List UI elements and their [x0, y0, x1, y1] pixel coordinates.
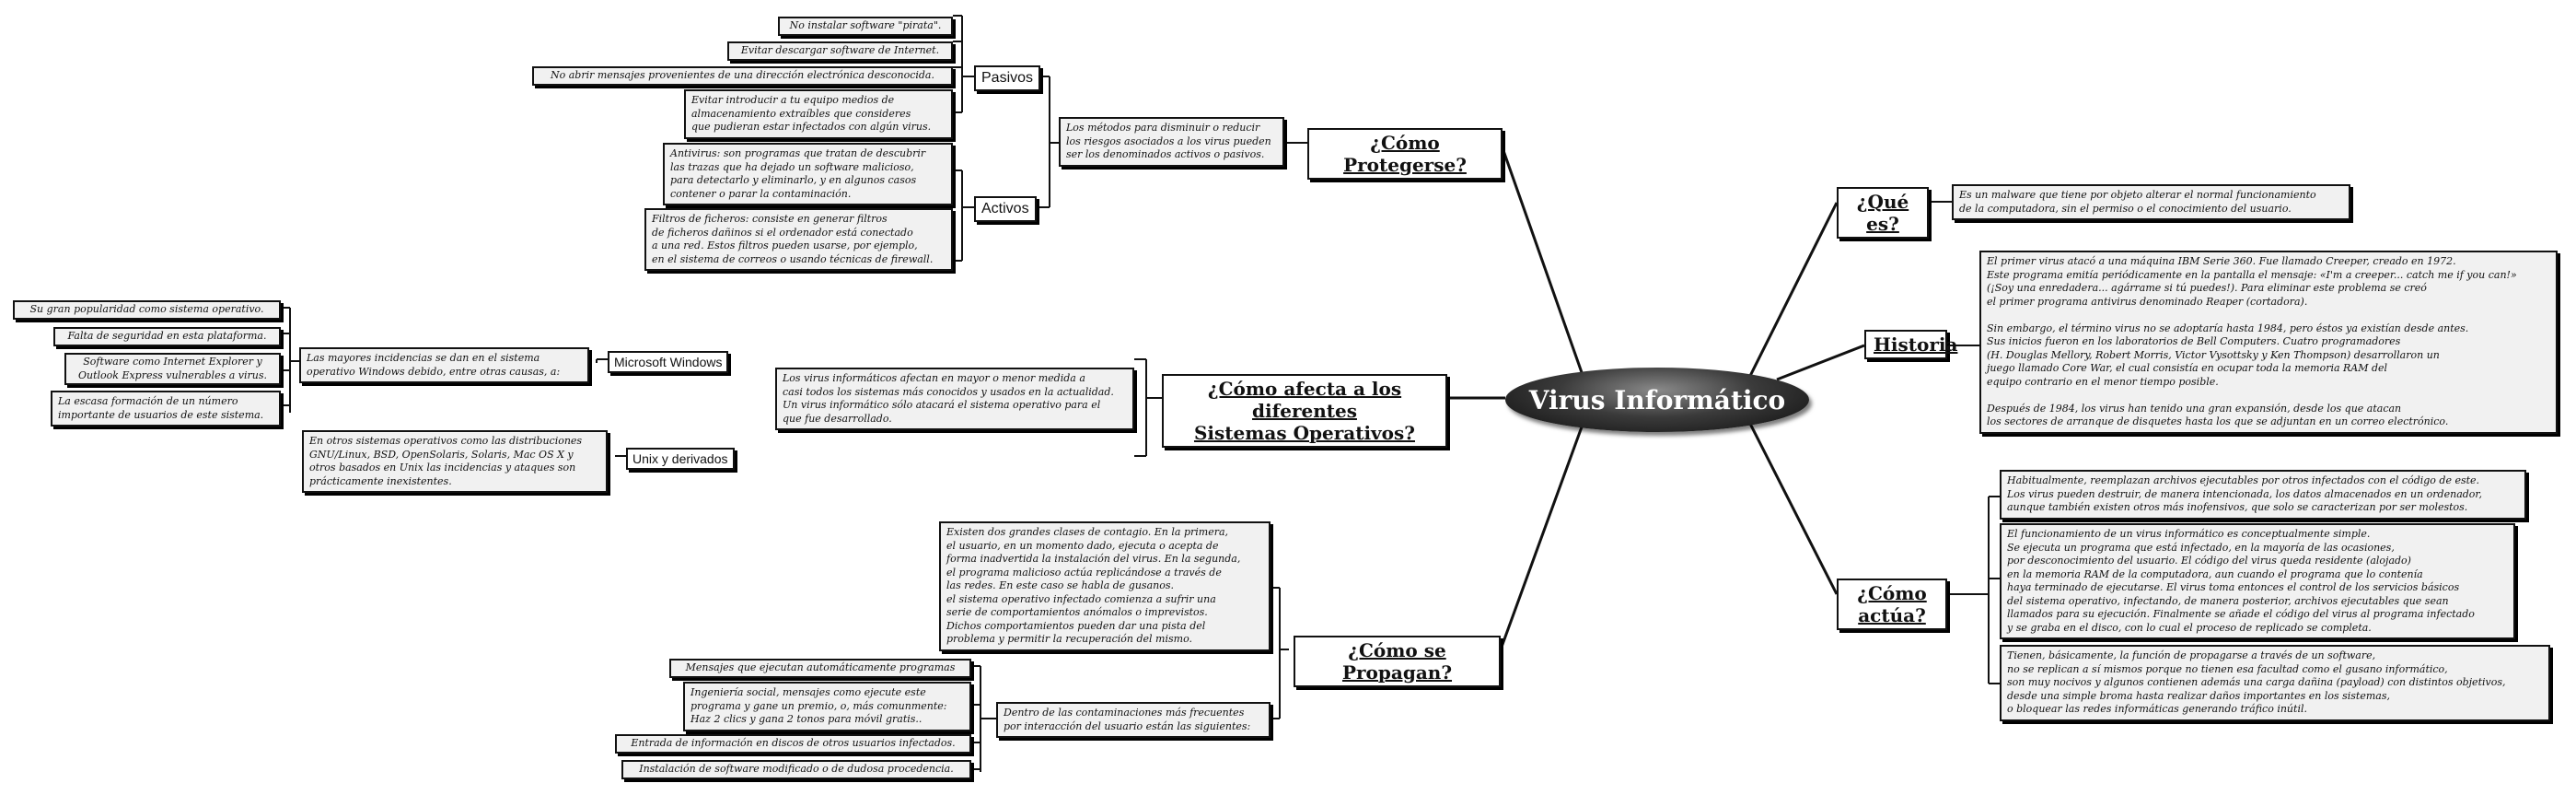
windows-item-4: La escasa formación de un número importa… [51, 391, 281, 427]
topic-propagan[interactable]: ¿Cómo se Propagan? [1294, 636, 1501, 687]
contam-item-3: Entrada de información en discos de otro… [615, 734, 971, 754]
activos-item-1: Antivirus: son programas que tratan de d… [663, 143, 953, 205]
contam-item-2: Ingeniería social, mensajes como ejecute… [683, 682, 971, 731]
proteger-activos-label[interactable]: Activos [974, 196, 1037, 222]
connector-como-actua [1747, 421, 1839, 595]
sistemas-text: Los virus informáticos afectan en mayor … [775, 368, 1134, 430]
windows-item-2: Falta de seguridad en esta plataforma. [53, 327, 281, 346]
central-title: Virus Informático [1528, 384, 1786, 415]
central-node[interactable]: Virus Informático [1505, 368, 1809, 432]
activos-item-2: Filtros de ficheros: consiste en generar… [644, 208, 953, 271]
proteger-text: Los métodos para disminuir o reducir los… [1059, 117, 1284, 167]
topic-que-es[interactable]: ¿Qué es? [1837, 187, 1929, 239]
como-actua-item-3: Tienen, básicamente, la función de propa… [2000, 645, 2550, 721]
windows-text: Las mayores incidencias se dan en el sis… [299, 347, 589, 383]
contam-text: Dentro de las contaminaciones más frecue… [996, 702, 1271, 738]
connector-propagan [1499, 421, 1585, 650]
topic-proteger[interactable]: ¿Cómo Protegerse? [1307, 128, 1503, 180]
pasivos-item-1: No instalar software "pirata". [778, 17, 953, 36]
contam-item-1: Mensajes que ejecutan automáticamente pr… [669, 659, 971, 678]
windows-item-3: Software como Internet Explorer y Outloo… [64, 353, 281, 385]
propagan-text: Existen dos grandes clases de contagio. … [939, 521, 1271, 651]
connector-que-es [1747, 202, 1839, 379]
unix-text: En otros sistemas operativos como las di… [302, 430, 608, 493]
como-actua-item-2: El funcionamiento de un virus informátic… [2000, 523, 2515, 639]
pasivos-item-3: No abrir mensajes provenientes de una di… [532, 66, 953, 86]
topic-como-actua[interactable]: ¿Cómo actúa? [1837, 579, 1947, 630]
pasivos-item-4: Evitar introducir a tu equipo medios de … [684, 89, 953, 139]
como-actua-item-1: Habitualmente, reemplazan archivos ejecu… [2000, 470, 2526, 520]
connector-proteger [1499, 142, 1585, 379]
topic-historia[interactable]: Historia [1864, 330, 1957, 359]
topic-sistemas[interactable]: ¿Cómo afecta a los diferentes Sistemas O… [1162, 374, 1447, 448]
sistemas-unix-label[interactable]: Unix y derivados [626, 448, 735, 470]
connector-historia [1776, 344, 1865, 381]
proteger-pasivos-label[interactable]: Pasivos [974, 65, 1041, 91]
pasivos-item-2: Evitar descargar software de Internet. [727, 41, 953, 61]
contam-item-4: Instalación de software modificado o de … [621, 760, 971, 779]
historia-text: El primer virus atacó a una máquina IBM … [1979, 251, 2558, 434]
windows-item-1: Su gran popularidad como sistema operati… [13, 300, 281, 320]
que-es-text: Es un malware que tiene por objeto alter… [1952, 184, 2350, 220]
sistemas-windows-label[interactable]: Microsoft Windows [608, 351, 729, 373]
